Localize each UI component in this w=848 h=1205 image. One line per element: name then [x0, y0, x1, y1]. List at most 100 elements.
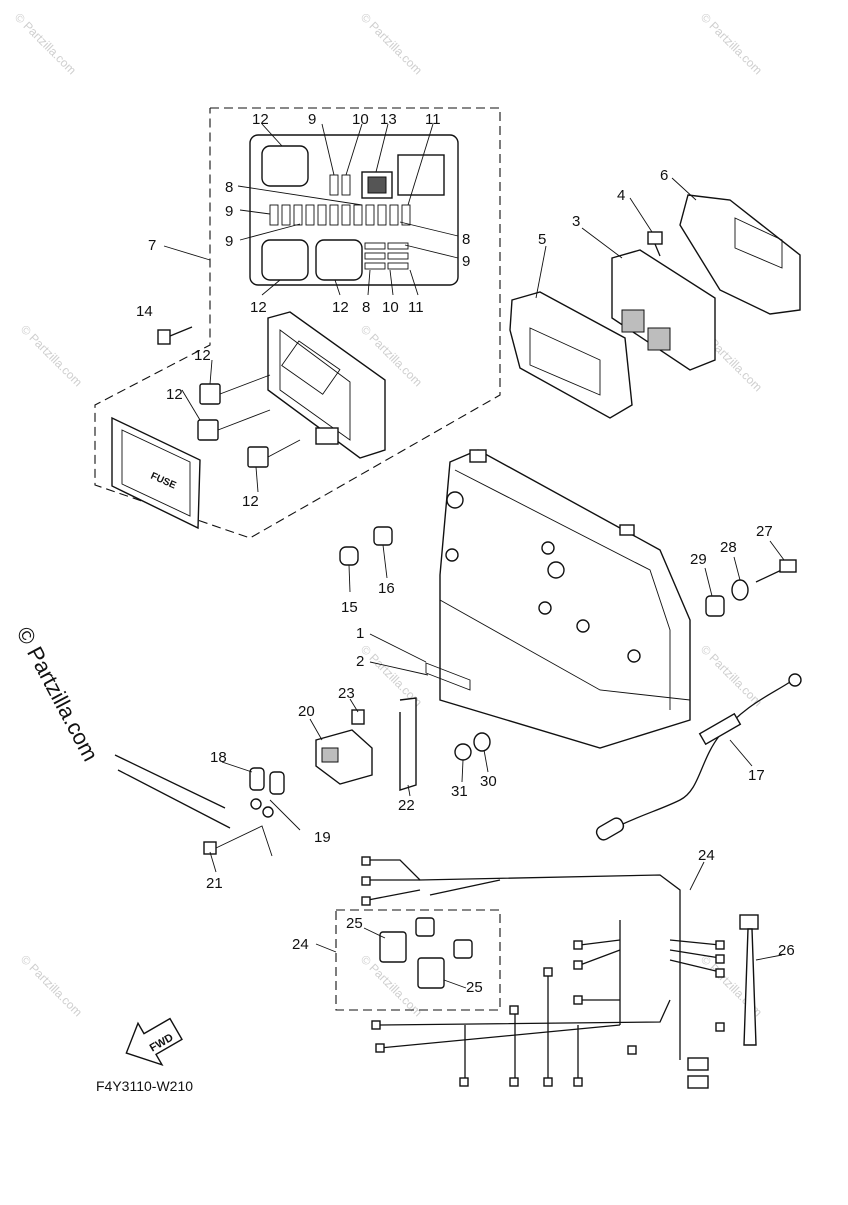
harness-branch — [379, 999, 671, 1026]
fuse-box-connector — [315, 427, 339, 445]
relay-bracket — [399, 697, 417, 791]
fuse-cover — [111, 416, 201, 530]
callout-9: 9 — [308, 111, 316, 128]
bolt — [351, 709, 365, 725]
callout-27: 27 — [756, 523, 773, 540]
callout-14: 14 — [136, 303, 153, 320]
relay-socket — [261, 239, 309, 281]
callout-16: 16 — [378, 580, 395, 597]
relay-socket — [315, 239, 363, 281]
callout-22: 22 — [398, 797, 415, 814]
callout-30: 30 — [480, 773, 497, 790]
side-watermark: © Partzilla.com — [12, 623, 104, 766]
callout-11: 11 — [425, 111, 441, 128]
diagram-code: F4Y3110-W210 — [96, 1078, 193, 1094]
connector-block — [379, 931, 407, 963]
callout-21: 21 — [206, 875, 223, 892]
callout-28: 28 — [720, 539, 737, 556]
callout-12: 12 — [194, 347, 211, 364]
callout-25: 25 — [346, 915, 363, 932]
callout-12: 12 — [250, 299, 267, 316]
ecu-cover — [509, 291, 633, 419]
callout-11: 11 — [408, 299, 424, 316]
callouts: 12 9 10 13 11 8 9 9 8 9 12 12 8 10 11 7 … — [136, 111, 795, 996]
callout-7: 7 — [148, 237, 156, 254]
grommet — [339, 546, 359, 566]
watermark: © Partzilla.com — [18, 952, 85, 1019]
fuse-box-assembly: FUSE — [94, 107, 501, 539]
mini-fuse-row — [269, 174, 411, 270]
watermark: © Partzilla.com — [358, 10, 425, 77]
ring-terminal — [788, 673, 802, 687]
callout-13: 13 — [380, 111, 397, 128]
callout-20: 20 — [298, 703, 315, 720]
callout-1: 1 — [356, 625, 364, 642]
callout-6: 6 — [660, 167, 668, 184]
callout-8: 8 — [225, 179, 233, 196]
relay-cables — [114, 754, 285, 857]
watermark: © Partzilla.com — [18, 322, 85, 389]
watermark: © Partzilla.com — [12, 10, 79, 77]
tab — [469, 449, 487, 463]
forward-direction-indicator: FWD — [125, 1017, 183, 1067]
callout-8: 8 — [362, 299, 370, 316]
grommets — [339, 526, 393, 566]
electrical-box-tray — [425, 449, 691, 749]
bolt — [779, 559, 797, 573]
grommet-hole — [446, 491, 464, 509]
wire-harness — [335, 856, 759, 1089]
callout-10: 10 — [382, 299, 399, 316]
callout-12: 12 — [252, 111, 269, 128]
terminal-boot — [249, 767, 265, 791]
cable-boot — [595, 817, 625, 841]
washer — [731, 579, 749, 601]
callout-4: 4 — [617, 187, 625, 204]
callout-12: 12 — [332, 299, 349, 316]
callout-5: 5 — [538, 231, 546, 248]
relay-bracket-group — [315, 697, 491, 791]
connector-block — [417, 957, 445, 989]
cable — [609, 681, 791, 831]
collar — [373, 526, 393, 546]
bolt — [647, 231, 663, 245]
ecu-connector — [621, 309, 645, 333]
nut — [454, 743, 472, 761]
callout-26: 26 — [778, 942, 795, 959]
spacer — [705, 595, 725, 617]
callout-24: 24 — [292, 936, 309, 953]
callout-18: 18 — [210, 749, 227, 766]
cable — [114, 754, 226, 809]
callout-9: 9 — [462, 253, 470, 270]
starter-relay — [315, 729, 373, 785]
ecu-assembly — [157, 194, 801, 419]
ecu-bracket — [679, 194, 801, 315]
callout-9: 9 — [225, 203, 233, 220]
callout-23: 23 — [338, 685, 355, 702]
electrical-box — [439, 449, 691, 749]
cable-tie — [743, 928, 757, 1046]
tab — [619, 524, 635, 536]
callout-19: 19 — [314, 829, 331, 846]
callout-29: 29 — [690, 551, 707, 568]
cable-boot — [698, 712, 742, 746]
fuse-box-inner — [279, 329, 351, 441]
harness-main — [368, 859, 681, 1060]
relay — [197, 419, 219, 441]
bolt-stack — [705, 559, 797, 617]
fuse-box-body — [267, 311, 386, 459]
battery-cable — [595, 673, 802, 841]
washer — [473, 732, 491, 752]
plate — [425, 662, 471, 691]
watermark: © Partzilla.com — [698, 10, 765, 77]
callout-12: 12 — [166, 386, 183, 403]
leader-lines — [163, 123, 785, 989]
callout-31: 31 — [451, 783, 468, 800]
relay-socket — [261, 145, 309, 187]
bolt — [157, 329, 171, 345]
cable — [117, 769, 231, 829]
fuse-slot — [367, 176, 387, 194]
callout-9: 9 — [225, 233, 233, 250]
watermark: © Partzilla.com — [698, 642, 765, 709]
